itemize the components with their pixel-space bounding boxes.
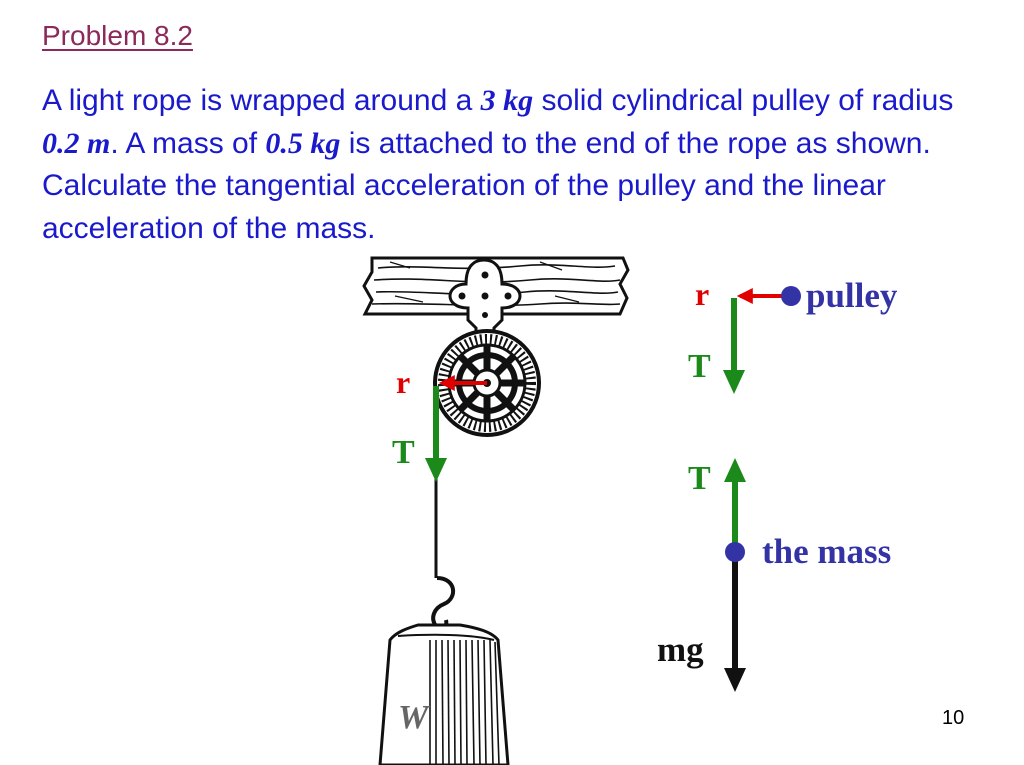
pulley-mass-value: 3 kg	[480, 84, 534, 117]
fbd-mass	[724, 458, 746, 692]
problem-text-1: A light rope is wrapped around a	[42, 84, 481, 117]
fbd-pulley-tension-label: T	[688, 348, 711, 385]
fbd-radius-label: r	[695, 276, 710, 312]
pulley-illustration: W	[362, 256, 630, 765]
problem-statement: A light rope is wrapped around a 3 kg so…	[42, 80, 982, 250]
pulley-tension-label: T	[392, 434, 415, 471]
pulley-point	[781, 286, 801, 306]
fbd-mass-tension-label: T	[688, 460, 711, 497]
fbd-mass-tension-arrow	[724, 458, 746, 552]
problem-text-3: . A mass of	[110, 126, 266, 160]
problem-text-2: solid cylindrical pulley of radius	[533, 84, 954, 117]
problem-title: Problem 8.2	[42, 20, 193, 51]
fbd-pulley	[723, 286, 801, 394]
mass-point	[725, 542, 745, 562]
page-number: 10	[942, 707, 965, 729]
fbd-mass-label: the mass	[762, 532, 892, 571]
pulley-tension-arrow	[425, 386, 447, 482]
fbd-weight-label: mg	[657, 630, 704, 669]
fbd-weight-arrow	[724, 552, 746, 692]
fbd-pulley-tension-arrow	[723, 298, 745, 394]
problem-text-4: is attached to the end of the rope as sh…	[42, 126, 931, 245]
hanging-mass-value: 0.5 kg	[265, 126, 341, 160]
hanging-weight: W	[378, 623, 510, 765]
hook	[431, 576, 455, 631]
pulley-radius-label: r	[396, 364, 411, 400]
fbd-pulley-label: pulley	[806, 276, 898, 315]
mounting-bracket	[448, 258, 522, 374]
pulley-radius-value: 0.2 m	[42, 126, 111, 160]
weight-label: W	[398, 699, 431, 736]
